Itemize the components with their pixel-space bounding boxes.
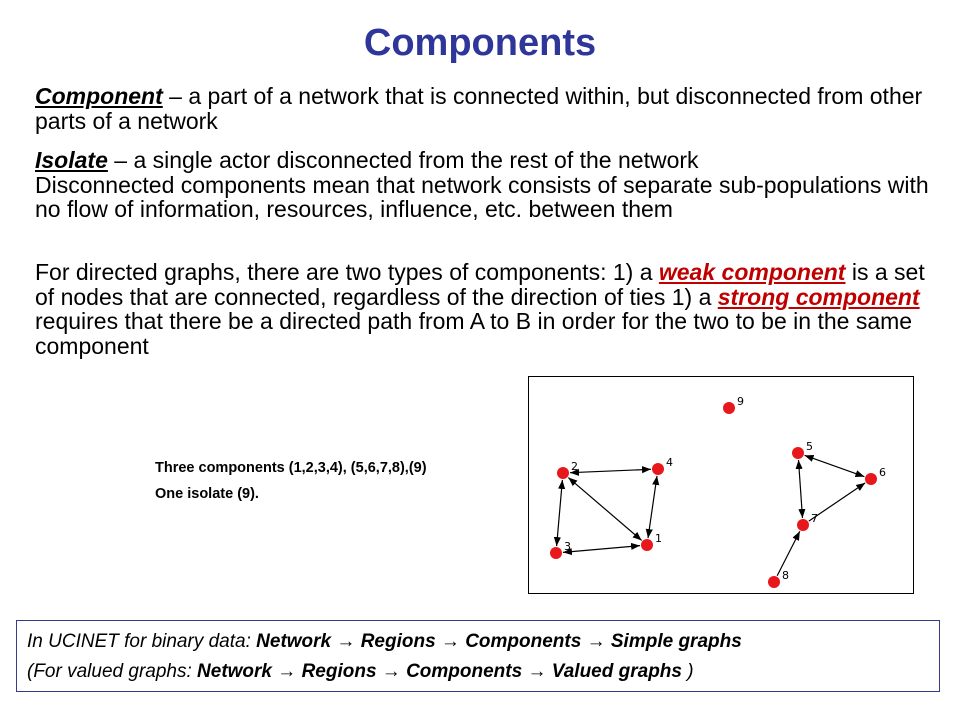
edge-2-3 <box>553 479 566 547</box>
strong-component-term: strong component <box>717 283 920 310</box>
menu-path-item: Network <box>197 661 272 682</box>
isolate-definition: Isolate – a single actor disconnected fr… <box>35 148 930 222</box>
directed-text-3: requires that there be a directed path f… <box>35 308 913 359</box>
edge-8-7 <box>776 530 801 577</box>
node-1 <box>641 539 653 551</box>
isolate-term: Isolate <box>35 147 108 173</box>
menu-path-item: Regions <box>301 661 377 682</box>
menu-path-item: Simple graphs <box>610 631 742 652</box>
node-8 <box>768 576 780 588</box>
network-graph: 1 2 3 4 5 6 7 8 9 <box>528 376 914 594</box>
node-label-7: 7 <box>811 512 818 525</box>
node-label-2: 2 <box>571 460 578 473</box>
arrow-icon: → <box>522 661 552 682</box>
network-graph-svg: 1 2 3 4 5 6 7 8 9 <box>550 395 886 588</box>
edge-3-1 <box>562 542 641 556</box>
component-term: Component <box>35 83 163 109</box>
edge-7-6 <box>808 482 866 522</box>
menu-path-item: Valued graphs <box>551 661 682 682</box>
edge-2-4 <box>569 466 652 476</box>
weak-component-term: weak component <box>658 259 846 285</box>
node-label-8: 8 <box>782 569 789 582</box>
node-4 <box>652 463 664 475</box>
directed-text-2: is a set of nodes that are connected, re… <box>35 259 925 310</box>
menu-path-item: Components <box>465 631 582 652</box>
node-2 <box>557 467 569 479</box>
node-9 <box>723 402 735 414</box>
directed-text-1: For directed graphs, there are two types… <box>35 259 659 285</box>
node-label-1: 1 <box>655 532 662 545</box>
ucinet-line-suffix: ) <box>681 661 694 682</box>
node-label-4: 4 <box>666 456 673 469</box>
node-5 <box>792 447 804 459</box>
ucinet-binary-line: In UCINET for binary data: Network → Reg… <box>27 627 939 657</box>
disconnected-text: Disconnected components mean that networ… <box>35 171 929 222</box>
ucinet-line-prefix: (For valued graphs: <box>27 661 198 682</box>
node-label-9: 9 <box>737 395 744 408</box>
node-label-3: 3 <box>564 540 571 553</box>
node-7 <box>797 519 809 531</box>
menu-path-item: Components <box>406 661 523 682</box>
ucinet-line-prefix: In UCINET for binary data: <box>27 631 257 652</box>
arrow-icon: → <box>581 631 611 652</box>
arrow-icon: → <box>376 661 407 682</box>
arrow-icon: → <box>331 631 361 652</box>
directed-graphs-paragraph: For directed graphs, there are two types… <box>35 260 930 358</box>
component-definition: Component – a part of a network that is … <box>35 84 930 133</box>
menu-path-item: Network <box>256 631 332 652</box>
edge-4-1 <box>645 475 660 539</box>
arrow-icon: → <box>272 661 302 682</box>
isolate-caption: One isolate (9). <box>155 486 259 502</box>
ucinet-valued-line: (For valued graphs: Network → Regions → … <box>27 657 939 687</box>
menu-path-item: Regions <box>360 631 436 652</box>
node-label-6: 6 <box>879 466 886 479</box>
components-caption: Three components (1,2,3,4), (5,6,7,8),(9… <box>155 460 427 476</box>
edge-5-7 <box>795 459 806 519</box>
node-label-5: 5 <box>806 440 813 453</box>
node-3 <box>550 547 562 559</box>
component-text: – a part of a network that is connected … <box>35 83 923 134</box>
node-6 <box>865 473 877 485</box>
ucinet-instructions: In UCINET for binary data: Network → Reg… <box>16 620 940 692</box>
isolate-text: – a single actor disconnected from the r… <box>107 147 699 173</box>
page-title: Components <box>363 22 597 64</box>
edge-2-1 <box>567 477 643 541</box>
arrow-icon: → <box>435 631 466 652</box>
edge-5-6 <box>804 454 865 478</box>
